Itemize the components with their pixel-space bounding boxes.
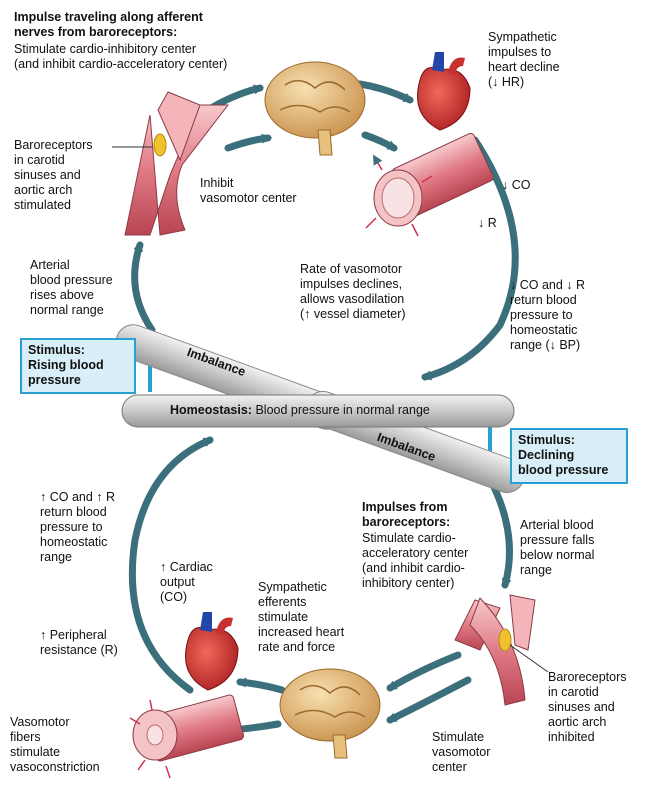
stimulate-vasomotor-label: Stimulate vasomotor center <box>432 730 491 774</box>
heart-bottom <box>185 612 239 691</box>
vessel-top <box>365 132 494 237</box>
arrow-brain-to-heart-bottom <box>236 677 286 694</box>
peripheral-resistance-label: ↑ Peripheral resistance (R) <box>40 628 118 657</box>
sympathetic-decline-label: Sympathetic impulses to heart decline (↓… <box>488 30 560 89</box>
sympathetic-efferents-label: Sympathetic efferents stimulate increase… <box>258 580 345 654</box>
arrow-return-to-homeostasis <box>128 436 214 694</box>
homeostasis-bar <box>121 394 515 428</box>
arrow-brain-to-heart <box>356 80 414 104</box>
baroreceptor-bottom <box>498 628 512 652</box>
arrow-carotid-to-brain-bottom <box>386 651 462 692</box>
homeostasis-text: Homeostasis: Blood pressure in normal ra… <box>170 403 430 417</box>
cardiac-output-label: ↑ Cardiac output (CO) <box>160 560 213 604</box>
carotid-artery-bottom <box>454 594 549 706</box>
baroreceptor-impulses-text: Stimulate cardio- acceleratory center (a… <box>362 531 469 590</box>
homeostasis-label: Homeostasis: <box>170 403 252 417</box>
arrow-rising-to-carotid <box>131 241 156 334</box>
stimulus-rising-box: Stimulus: Rising blood pressure <box>20 338 136 394</box>
arrow-heart-to-homeostasis <box>421 136 519 381</box>
carotid-artery-top <box>112 91 230 236</box>
arrow-carotid-to-brain-bottom-2 <box>386 676 472 724</box>
afferent-heading: Impulse traveling along afferent nerves … <box>14 10 203 39</box>
return-up-label: ↑ CO and ↑ R return blood pressure to ho… <box>40 490 116 564</box>
homeostasis-value: Blood pressure in normal range <box>251 403 430 417</box>
brain-top <box>264 61 366 156</box>
baroreceptor-top <box>153 133 167 157</box>
arterial-falls-label: Arterial blood pressure falls below norm… <box>520 518 595 577</box>
baroreceptors-inhibited-label: Baroreceptors in carotid sinuses and aor… <box>548 670 627 744</box>
inhibit-vasomotor-label: Inhibit vasomotor center <box>200 176 297 205</box>
vessel-bottom <box>129 694 245 779</box>
r-down-label: ↓ R <box>478 216 497 230</box>
afferent-text: Stimulate cardio-inhibitory center (and … <box>14 42 228 71</box>
brain-bottom <box>279 668 381 759</box>
baroreceptors-stimulated-label: Baroreceptors in carotid sinuses and aor… <box>14 138 93 212</box>
arterial-rises-label: Arterial blood pressure rises above norm… <box>30 258 113 317</box>
arrow-carotid-to-brain-lower <box>224 133 272 152</box>
baroreceptor-impulses-heading: Impulses from baroreceptors: <box>362 500 451 529</box>
heart-top <box>417 52 471 131</box>
vasoconstriction-label: Vasomotor fibers stimulate vasoconstrict… <box>10 715 100 774</box>
return-down-label: ↓ CO and ↓ R return blood pressure to ho… <box>510 278 586 352</box>
arrow-brain-to-vessel <box>361 131 398 152</box>
co-down-label: ↓ CO <box>502 178 531 192</box>
stimulus-declining-box: Stimulus: Declining blood pressure <box>510 428 628 484</box>
cycle-arrows-top <box>131 80 519 381</box>
vasodilation-label: Rate of vasomotor impulses declines, all… <box>300 262 406 321</box>
